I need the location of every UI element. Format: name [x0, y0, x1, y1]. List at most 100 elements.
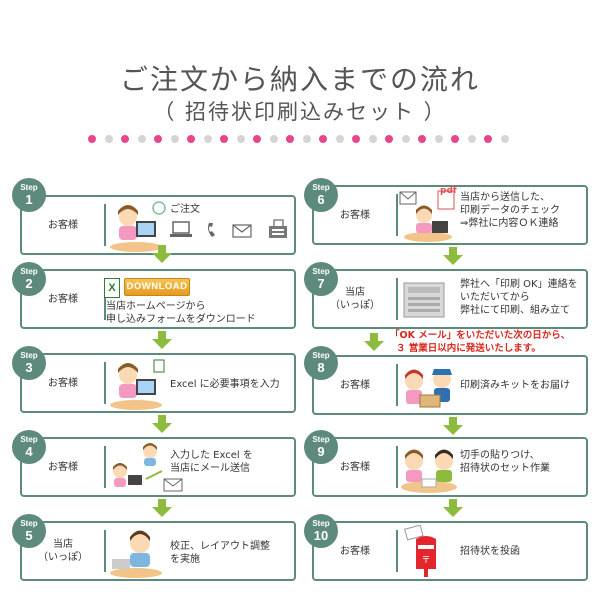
- mail-icon: [232, 224, 252, 238]
- down-arrow: [443, 417, 463, 435]
- step-description-line1: 入力した Excel を: [170, 449, 253, 462]
- divider-dot: [204, 135, 212, 143]
- step-badge-label: Step: [12, 519, 46, 528]
- staff-at-laptop-illustration: [106, 525, 168, 579]
- down-arrow: [443, 247, 463, 265]
- divider-dot: [286, 135, 294, 143]
- step-badge-label: Step: [304, 267, 338, 276]
- step-badge-4: Step 4: [12, 430, 46, 464]
- customer-typing-illustration: [106, 357, 168, 411]
- notice-line2: ３ 営業日以内に発送いたします。: [390, 343, 590, 356]
- down-arrow: [152, 499, 172, 517]
- step-description-line1: 当店から送信した、: [460, 191, 550, 204]
- actor-label-line2: （いっぽ）: [330, 299, 380, 312]
- divider-dot: [451, 135, 459, 143]
- step-number: 10: [304, 528, 338, 543]
- step-card-5: 当店 （いっぽ） 校正、レイアウト調整 を実施: [20, 521, 296, 581]
- divider: [396, 530, 398, 572]
- divider-dot: [220, 135, 228, 143]
- down-arrow: [152, 415, 172, 433]
- step-description: 印刷済みキットをお届け: [460, 379, 570, 392]
- divider: [396, 278, 398, 320]
- step-badge-1: Step 1: [12, 178, 46, 212]
- step-description: ご注文: [170, 203, 200, 216]
- actor-label: お客様: [340, 379, 370, 392]
- download-button[interactable]: DOWNLOAD: [124, 278, 190, 296]
- divider-dot: [385, 135, 393, 143]
- divider-dot: [468, 135, 476, 143]
- page-subtitle: （ 招待状印刷込みセット ）: [0, 96, 600, 126]
- fax-icon: [268, 219, 288, 239]
- actor-label: お客様: [340, 461, 370, 474]
- shipping-notice: 「OK メール」をいただいた次の日から、 ３ 営業日以内に発送いたします。: [390, 330, 590, 356]
- step-description-line2: 申し込みフォームをダウンロード: [106, 313, 256, 326]
- step-number: 4: [12, 444, 46, 459]
- actor-label-line1: 当店: [53, 538, 73, 551]
- step-badge-label: Step: [304, 519, 338, 528]
- down-arrow: [152, 331, 172, 349]
- divider-dot: [303, 135, 311, 143]
- step-badge-9: Step 9: [304, 430, 338, 464]
- step-badge-8: Step 8: [304, 346, 338, 380]
- step-badge-label: Step: [304, 351, 338, 360]
- step-badge-6: Step 6: [304, 178, 338, 212]
- step-number: 9: [304, 444, 338, 459]
- step-card-8: お客様 印刷済みキットをお届け: [312, 355, 588, 415]
- svg-text:〒: 〒: [421, 556, 430, 566]
- step-number: 8: [304, 360, 338, 375]
- divider-dot: [369, 135, 377, 143]
- printer-icon: [402, 277, 448, 323]
- step-badge-5: Step 5: [12, 514, 46, 548]
- divider-dot: [484, 135, 492, 143]
- step-description: 招待状を投函: [460, 545, 520, 558]
- step-description-line3: ⇒弊社に内容ＯＫ連絡: [460, 217, 558, 230]
- step-description-line2: 招待状のセット作業: [460, 462, 550, 475]
- actor-label: お客様: [340, 545, 370, 558]
- page-title: ご注文から納入までの流れ: [0, 58, 600, 98]
- step-card-3: お客様 Excel に必要事項を入力: [20, 353, 296, 413]
- step-card-9: お客様 切手の貼りつけ、 招待状のセット作業: [312, 437, 588, 497]
- divider-dot: [237, 135, 245, 143]
- down-arrow: [364, 333, 384, 351]
- computer-icon: [170, 221, 192, 239]
- divider-dot: [88, 135, 96, 143]
- delivery-illustration: [398, 359, 460, 413]
- divider-dot: [336, 135, 344, 143]
- actor-label: お客様: [48, 219, 78, 232]
- divider-dot: [319, 135, 327, 143]
- dot-divider: [88, 132, 512, 146]
- step-description-line1: 切手の貼りつけ、: [460, 449, 540, 462]
- step-card-4: お客様 入力した Excel を 当店にメール送信: [20, 437, 296, 497]
- step-card-7: 当店 （いっぽ） 弊社へ「印刷 OK」連絡を いただいてから 弊社にて印刷、組み…: [312, 269, 588, 329]
- step-description: Excel に必要事項を入力: [170, 378, 280, 391]
- step-badge-3: Step 3: [12, 346, 46, 380]
- step-description-line1: 校正、レイアウト調整: [170, 540, 270, 553]
- step-description-line3: 弊社にて印刷、組み立て: [460, 304, 570, 317]
- divider-dot: [435, 135, 443, 143]
- down-arrow: [443, 499, 463, 517]
- step-badge-10: Step 10: [304, 514, 338, 548]
- mailbox-icon: 〒: [402, 525, 448, 579]
- notice-line1: 「OK メール」をいただいた次の日から、: [390, 330, 590, 343]
- step-description-line1: 当店ホームページから: [106, 300, 206, 313]
- step-badge-label: Step: [12, 351, 46, 360]
- step-badge-7: Step 7: [304, 262, 338, 296]
- step-number: 7: [304, 276, 338, 291]
- divider-dot: [402, 135, 410, 143]
- actor-label: お客様: [48, 461, 78, 474]
- divider-dot: [270, 135, 278, 143]
- step-badge-2: Step 2: [12, 262, 46, 296]
- step-badge-label: Step: [12, 183, 46, 192]
- divider-dot: [171, 135, 179, 143]
- pdf-label: pdf: [440, 186, 457, 198]
- step-number: 3: [12, 360, 46, 375]
- divider-dot: [138, 135, 146, 143]
- step-description-line2: 印刷データのチェック: [460, 204, 560, 217]
- step-description-line2: いただいてから: [460, 291, 530, 304]
- actor-label-line2: （いっぽ）: [38, 551, 88, 564]
- step-number: 2: [12, 276, 46, 291]
- step-description-line1: 弊社へ「印刷 OK」連絡を: [460, 278, 578, 291]
- step-badge-label: Step: [12, 435, 46, 444]
- step-card-6: お客様 pdf 当店から送信した、 印刷データのチェック ⇒弊社に内容ＯＫ連絡: [312, 185, 588, 245]
- actor-label-line1: 当店: [345, 286, 365, 299]
